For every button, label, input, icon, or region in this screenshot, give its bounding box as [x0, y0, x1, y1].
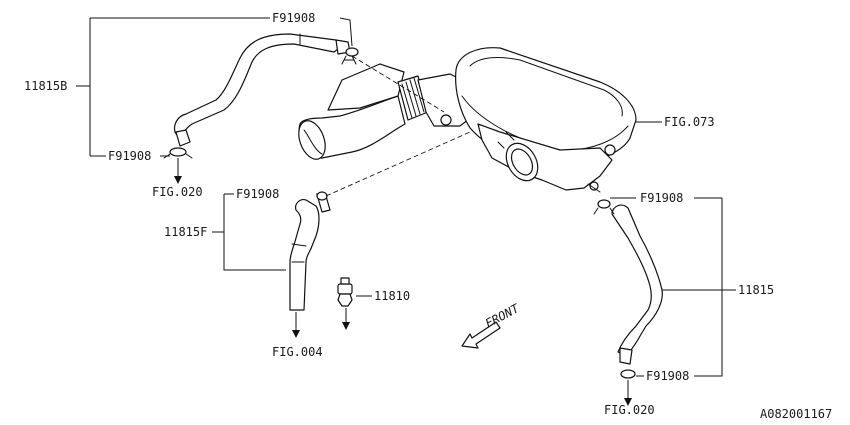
hose-11815f	[289, 195, 331, 311]
air-cleaner-assembly	[298, 47, 637, 193]
label-fig020-right: FIG.020	[604, 403, 655, 417]
dashed-guide-mid	[325, 131, 471, 197]
label-11810: 11810	[374, 289, 410, 303]
arrow-11810-icon	[342, 322, 350, 330]
dashed-guide-top	[351, 55, 445, 113]
label-clamp-right-bottom: F91908	[646, 369, 689, 383]
label-11815b: 11815B	[24, 79, 67, 93]
diagram-code: A082001167	[760, 407, 832, 421]
label-clamp-mid: F91908	[236, 187, 279, 201]
clamp-f91908-mid	[316, 191, 328, 201]
label-clamp-top: F91908	[272, 11, 315, 25]
clamp-f91908-top	[341, 47, 359, 65]
arrowheads	[174, 176, 632, 406]
label-fig073: FIG.073	[664, 115, 715, 129]
pcv-valve-11810	[337, 277, 353, 307]
clamp-f91908-right-bottom	[620, 369, 636, 379]
label-11815f: 11815F	[164, 225, 207, 239]
label-clamp-left-bottom: F91908	[108, 149, 151, 163]
hose-11815	[611, 204, 663, 365]
label-fig020-left: FIG.020	[152, 185, 203, 199]
label-clamp-right-top: F91908	[640, 191, 683, 205]
arrow-fig004-icon	[292, 330, 300, 338]
clamp-f91908-right-top	[593, 199, 615, 215]
label-fig004: FIG.004	[272, 345, 323, 359]
label-11815: 11815	[738, 283, 774, 297]
label-front: FRONT	[483, 301, 522, 331]
arrow-fig020-left-icon	[174, 176, 182, 184]
leader-lines	[76, 17, 736, 398]
arrow-fig020-right-icon	[624, 398, 632, 406]
front-arrow-icon	[461, 321, 501, 349]
